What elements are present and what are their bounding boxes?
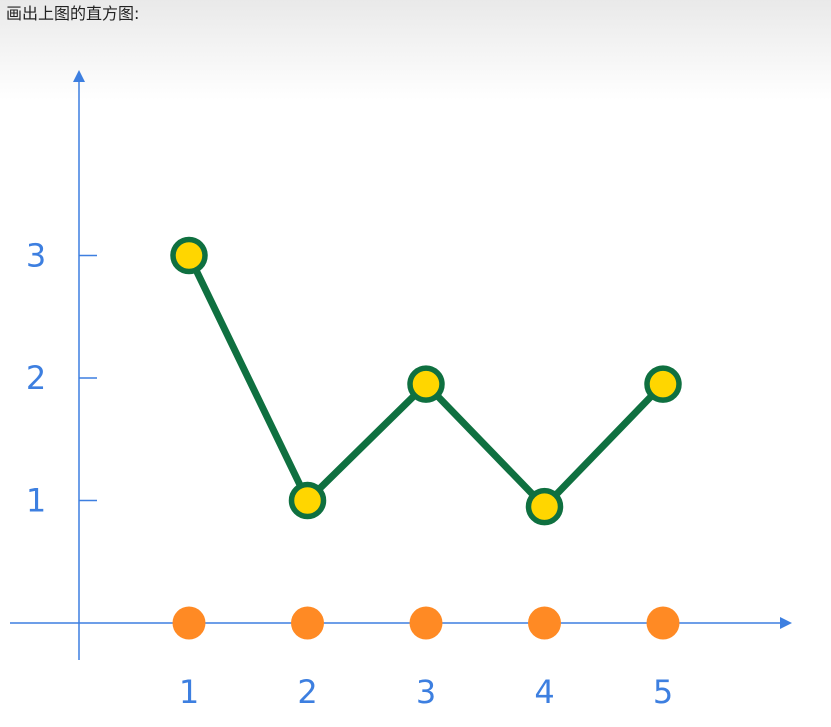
x-tick-label: 2 <box>297 673 317 711</box>
axes <box>10 70 792 660</box>
y-axis-arrow <box>73 70 85 82</box>
data-point <box>525 487 564 526</box>
data-point <box>407 365 445 403</box>
x-axis-arrow <box>780 617 792 629</box>
baseline-dot <box>409 606 443 640</box>
baseline-dot <box>528 606 561 640</box>
x-tick-labels: 1 2 3 4 5 <box>179 673 673 711</box>
baseline-dot <box>291 606 324 640</box>
baseline-dot <box>646 606 680 640</box>
baseline-dot <box>172 606 206 640</box>
y-tick-label: 2 <box>26 359 46 397</box>
header-band <box>0 0 831 100</box>
baseline-dots-group <box>172 606 680 640</box>
data-point <box>170 236 208 275</box>
y-tick-label: 3 <box>26 237 46 275</box>
series-group <box>170 236 682 526</box>
y-tick-label: 1 <box>26 482 46 520</box>
data-point <box>288 481 327 520</box>
data-point <box>644 365 682 403</box>
prompt-text: 画出上图的直方图: <box>6 4 140 23</box>
x-tick-label: 3 <box>416 673 436 711</box>
x-tick-label: 4 <box>534 673 554 711</box>
x-tick-label: 5 <box>653 673 673 711</box>
y-tick-labels: 1 2 3 <box>26 237 46 520</box>
x-tick-label: 1 <box>179 673 199 711</box>
